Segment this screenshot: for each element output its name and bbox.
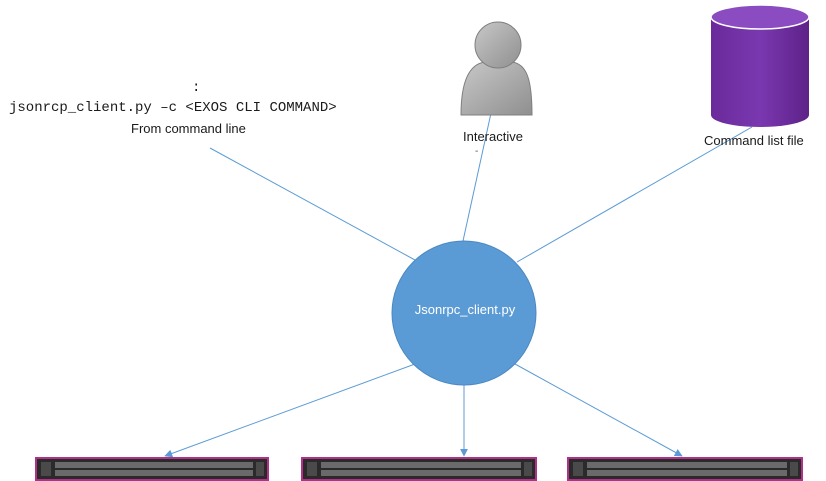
- hub-node: [391, 240, 537, 386]
- person-icon: [460, 21, 533, 116]
- command-list-file-label: Command list file: [704, 133, 804, 148]
- connector-command-list: [516, 126, 753, 263]
- switch-ports: [573, 462, 798, 476]
- from-command-line-label: From command line: [131, 121, 246, 136]
- arrow-to-switch-left: [164, 363, 416, 458]
- cli-command-label: jsonrcp_client.py –c <EXOS CLI COMMAND>: [9, 100, 337, 116]
- switch-icon-right: [567, 457, 803, 481]
- colon-label: :: [192, 80, 201, 96]
- interactive-mark: -: [475, 146, 479, 157]
- switch-icon-center: [301, 457, 537, 481]
- interactive-label: Interactive: [463, 129, 523, 144]
- database-icon: [710, 4, 810, 127]
- switch-ports: [307, 462, 532, 476]
- switch-icon-left: [35, 457, 269, 481]
- arrow-to-switch-right: [514, 363, 683, 457]
- connector-command-line: [209, 147, 416, 261]
- switch-ports: [41, 462, 264, 476]
- hub-label: Jsonrpc_client.py: [414, 302, 516, 317]
